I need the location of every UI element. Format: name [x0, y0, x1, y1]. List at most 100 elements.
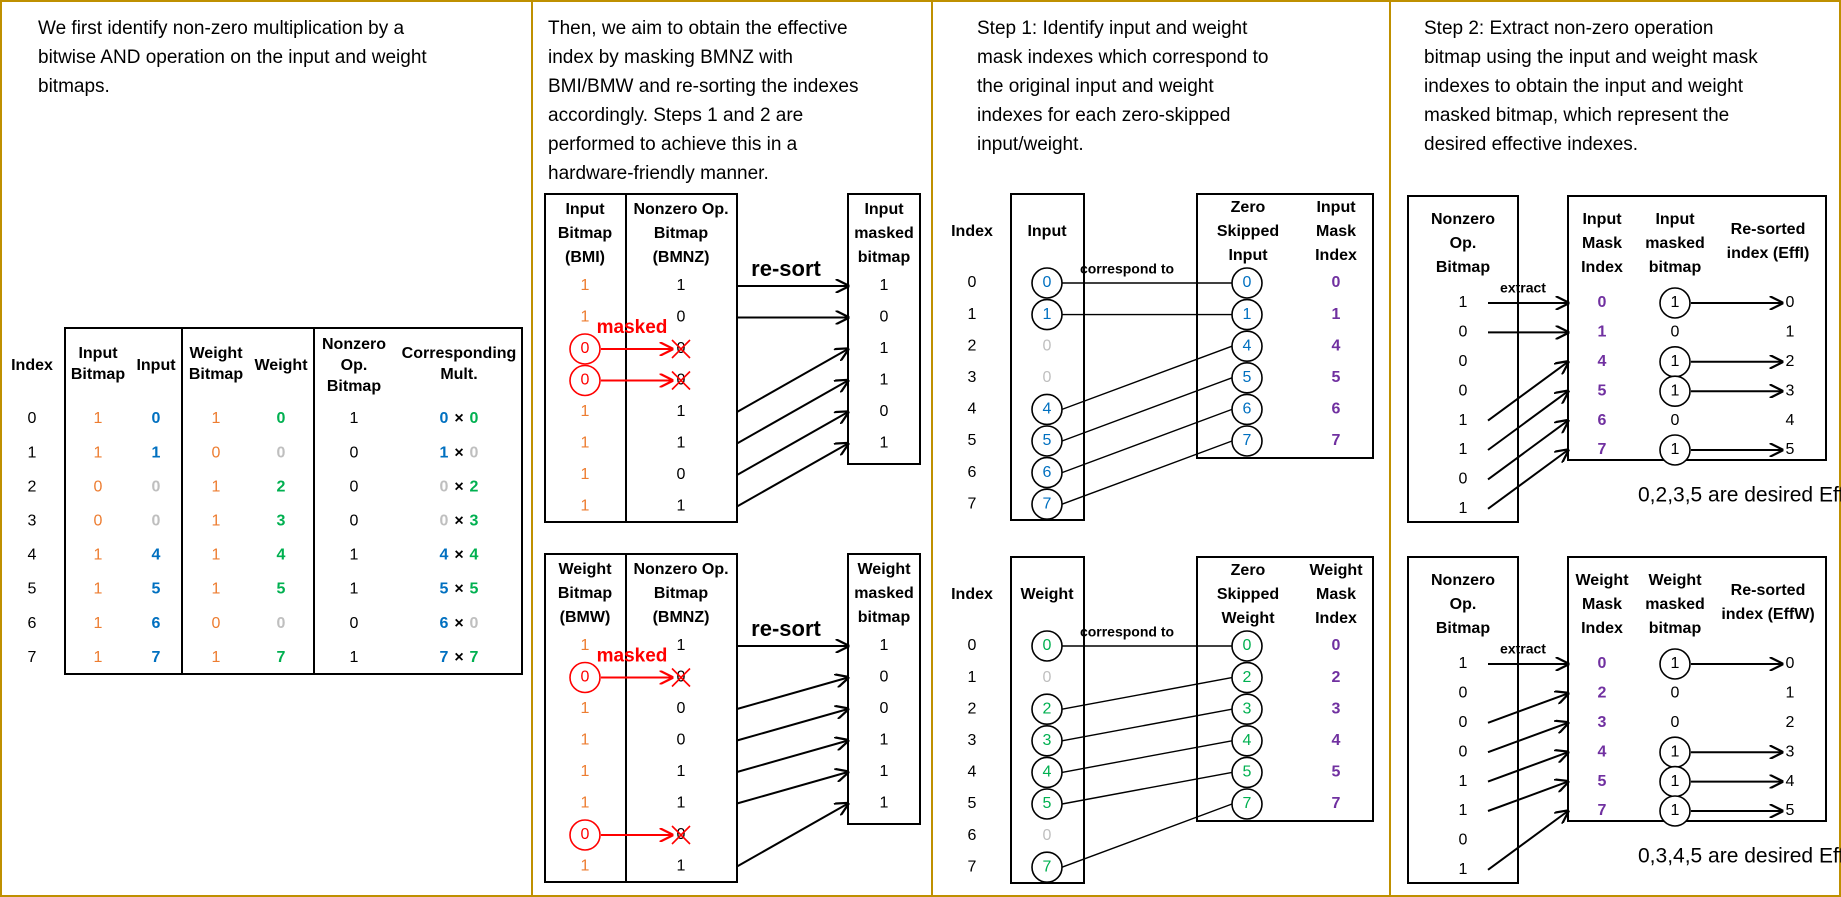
skipped-cell: 7 — [1243, 432, 1252, 449]
header-label: Weight — [558, 561, 612, 578]
panel-text-line: desired effective indexes. — [1424, 134, 1638, 155]
mult-weight: 5 — [470, 581, 479, 598]
resorted-cell: 4 — [1786, 412, 1795, 429]
header-label: Mask — [1582, 235, 1622, 252]
index-cell: 2 — [28, 478, 37, 495]
mask-index-cell: 4 — [1598, 743, 1607, 760]
header-label: (BMNZ) — [653, 249, 710, 266]
masked-label: masked — [597, 646, 668, 667]
masked-result-cell: 1 — [880, 795, 889, 812]
header-label: Skipped — [1217, 586, 1279, 603]
skipped-cell: 3 — [1243, 700, 1252, 717]
mult-weight: 0 — [470, 444, 479, 461]
zero-skipped-frame — [1196, 193, 1374, 459]
mask-index-cell: 4 — [1598, 353, 1607, 370]
value-cell: 4 — [1043, 401, 1052, 418]
header-label: Input — [864, 201, 904, 218]
correspond-line — [1061, 676, 1233, 710]
input-bitmap-cell: 1 — [94, 581, 103, 598]
index-cell: 1 — [968, 669, 977, 686]
mask-index-cell: 0 — [1332, 274, 1341, 291]
extract-arrow — [1487, 693, 1568, 724]
desired-note: 0,3,4,5 are desired EffW — [1638, 845, 1841, 868]
extract-arrow — [1487, 362, 1568, 422]
bmnz-cell: 1 — [677, 637, 686, 654]
weight-cell: 2 — [277, 478, 286, 495]
skipped-circle — [1231, 330, 1263, 363]
mask-index-cell: 4 — [1332, 337, 1341, 354]
resorted-cell: 3 — [1786, 743, 1795, 760]
index-cell: 4 — [28, 547, 37, 564]
mask-index-cell: 0 — [1598, 294, 1607, 311]
resorted-cell: 2 — [1786, 353, 1795, 370]
correspond-line — [1061, 440, 1233, 505]
nonzero-cell: 0 — [1459, 743, 1468, 760]
cross-mark — [671, 370, 691, 391]
zero-skipped-frame — [1196, 556, 1374, 822]
mult-times: × — [454, 581, 463, 598]
mask-index-cell: 3 — [1598, 714, 1607, 731]
nonzero-cell: 0 — [1459, 685, 1468, 702]
nonzero-cell: 0 — [1459, 714, 1468, 731]
mask-index-cell: 1 — [1332, 306, 1341, 323]
header-label: masked — [854, 225, 914, 242]
header-label: Input — [136, 357, 176, 374]
nonzero-cell: 0 — [350, 615, 359, 632]
masked-result-cell: 1 — [880, 277, 889, 294]
header-label: Input — [1582, 211, 1622, 228]
weight-bitmap-cell: 1 — [212, 649, 221, 666]
header-label: Input — [1316, 199, 1356, 216]
nonzero-cell: 1 — [350, 547, 359, 564]
nonzero-cell: 0 — [1459, 324, 1468, 341]
weight-cell: 4 — [277, 547, 286, 564]
header-label: Weight — [1020, 586, 1074, 603]
nonzero-cell: 0 — [350, 513, 359, 530]
masked-cell: 1 — [1671, 655, 1680, 672]
mask-index-cell: 5 — [1332, 369, 1341, 386]
panel-text-line: We first identify non-zero multiplicatio… — [38, 18, 405, 39]
index-cell: 0 — [968, 637, 977, 654]
masked-circle — [1659, 795, 1691, 827]
header-label: Bitmap — [1436, 259, 1490, 276]
weight-bitmap-cell: 1 — [212, 547, 221, 564]
cross-mark — [671, 825, 691, 845]
header-label: Mask — [1316, 223, 1356, 240]
bmnz-cell: 0 — [677, 700, 686, 717]
skipped-circle — [1231, 425, 1263, 457]
resorted-cell: 3 — [1786, 382, 1795, 399]
bmnz-cell: 1 — [677, 795, 686, 812]
extract-label: extract — [1500, 280, 1546, 296]
mask-index-cell: 0 — [1332, 637, 1341, 654]
correspond-line — [1061, 345, 1233, 411]
bitmap-cell: 0 — [581, 669, 590, 686]
index-cell: 6 — [28, 615, 37, 632]
resorted-cell: 0 — [1786, 655, 1795, 672]
mask-index-cell: 7 — [1598, 802, 1607, 819]
header-label: Op. — [341, 357, 368, 374]
masked-cell: 0 — [1671, 714, 1680, 731]
mult-input: 4 — [440, 547, 449, 564]
correspond-label: correspond to — [1080, 624, 1174, 640]
header-label: Index — [1581, 620, 1623, 637]
index-cell: 1 — [968, 306, 977, 323]
panel-text-line: Step 1: Identify input and weight — [977, 18, 1248, 39]
header-label: bitmap — [1649, 259, 1702, 276]
header-label: bitmap — [858, 249, 911, 266]
extract-label: extract — [1500, 641, 1546, 657]
mult-input: 7 — [440, 649, 449, 666]
resort-arrow — [736, 772, 848, 805]
nonzero-cell: 1 — [1459, 655, 1468, 672]
resorted-cell: 5 — [1786, 441, 1795, 458]
nonzero-cell: 1 — [1459, 861, 1468, 878]
resort-arrow — [736, 349, 848, 413]
header-label: Weight — [254, 357, 308, 374]
nonzero-cell: 0 — [350, 444, 359, 461]
resort-arrow — [736, 381, 848, 445]
input-cell: 0 — [152, 513, 161, 530]
resort-arrow — [736, 709, 848, 742]
mult-input: 0 — [440, 513, 449, 530]
bmnz-cell: 0 — [677, 732, 686, 749]
header-label: Input — [1228, 247, 1268, 264]
extract-arrow — [1487, 752, 1568, 783]
